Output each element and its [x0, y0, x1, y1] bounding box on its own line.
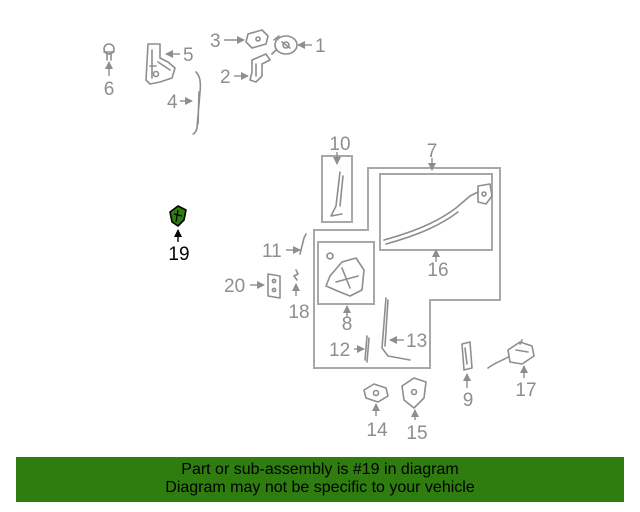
banner-line-2: Diagram may not be specific to your vehi…: [165, 479, 475, 496]
part-19-clip-highlighted[interactable]: [169, 205, 187, 227]
callout-12[interactable]: 12: [329, 340, 350, 361]
callout-14[interactable]: 14: [366, 420, 388, 441]
part-6-bolt[interactable]: [103, 43, 115, 61]
part-20-plate[interactable]: [267, 273, 281, 299]
callout-4[interactable]: 4: [167, 92, 178, 113]
callout-8[interactable]: 8: [342, 314, 353, 335]
callout-20[interactable]: 20: [224, 276, 245, 297]
callout-13[interactable]: 13: [406, 331, 427, 352]
callout-2[interactable]: 2: [220, 67, 231, 88]
callout-19[interactable]: 19: [168, 244, 189, 265]
part-4-rod[interactable]: [192, 71, 202, 135]
callout-1[interactable]: 1: [315, 36, 326, 57]
callout-15[interactable]: 15: [406, 423, 427, 444]
callout-10[interactable]: 10: [329, 134, 350, 155]
part-3-clip[interactable]: [245, 29, 269, 49]
callout-18[interactable]: 18: [288, 302, 309, 323]
part-18-clip[interactable]: [293, 269, 299, 281]
part-10-box: [321, 155, 353, 223]
callout-3[interactable]: 3: [210, 31, 221, 52]
callout-7[interactable]: 7: [427, 141, 438, 162]
part-16-box: [379, 173, 493, 251]
part-10-cable[interactable]: [330, 171, 344, 217]
banner-line-1: Part or sub-assembly is #19 in diagram: [181, 461, 459, 478]
callout-9[interactable]: 9: [463, 390, 474, 411]
part-5-bracket[interactable]: [145, 43, 176, 85]
part-13-rod[interactable]: [381, 297, 411, 361]
part-17-actuator[interactable]: [487, 339, 535, 369]
callout-11[interactable]: 11: [262, 241, 282, 262]
part-8-latch[interactable]: [325, 252, 365, 297]
callout-17[interactable]: 17: [515, 380, 536, 401]
part-14-bracket[interactable]: [363, 383, 389, 403]
part-16-cable[interactable]: [383, 183, 493, 245]
callout-5[interactable]: 5: [183, 45, 194, 66]
part-15-shield[interactable]: [401, 377, 427, 409]
part-1-actuator[interactable]: [271, 35, 298, 55]
part-11-rod[interactable]: [299, 233, 307, 255]
exploded-parts-diagram: 6 5 4 3 2: [103, 29, 537, 444]
part-2-bracket[interactable]: [249, 53, 271, 83]
part-9-handle[interactable]: [461, 341, 473, 371]
part-12-rod[interactable]: [364, 335, 370, 363]
info-banner: Part or sub-assembly is #19 in diagram D…: [16, 457, 624, 502]
callout-6[interactable]: 6: [104, 79, 115, 100]
callout-16[interactable]: 16: [427, 260, 448, 281]
